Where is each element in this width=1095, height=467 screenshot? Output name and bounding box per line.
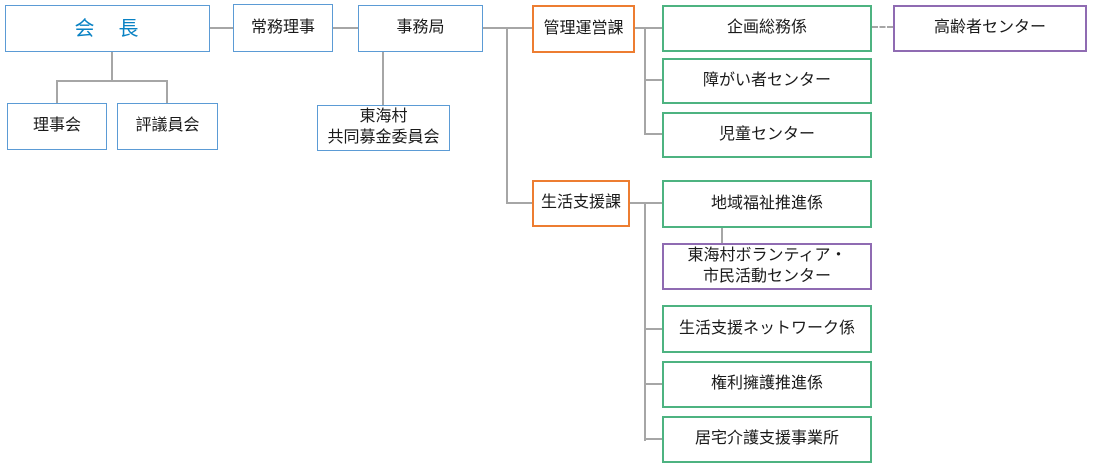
node-jido-center: 児童センター bbox=[662, 112, 872, 158]
node-label: 東海村 共同募金委員会 bbox=[327, 108, 440, 146]
node-korei-center: 高齢者センター bbox=[893, 5, 1087, 52]
connector-trunk-vertical bbox=[506, 27, 508, 204]
connector-seikatsu-chiiki-fukushi bbox=[630, 202, 662, 204]
node-councilors: 評議員会 bbox=[117, 103, 218, 150]
connector-kanri-kikaku-somu bbox=[635, 27, 662, 29]
node-label: 企画総務係 bbox=[726, 19, 807, 37]
connector-to-shogai-center bbox=[645, 79, 662, 81]
node-label: 障がい者センター bbox=[702, 71, 831, 89]
connector-to-kenri-yogo bbox=[645, 383, 662, 385]
node-kenri-yogo: 権利擁護推進係 bbox=[662, 361, 872, 408]
connector-kanri-column-vertical bbox=[644, 27, 646, 135]
connector-seikatsu-column-vertical bbox=[644, 202, 646, 441]
connector-chairman-tbar bbox=[56, 80, 168, 82]
connector-to-jido-center bbox=[645, 133, 662, 135]
node-label: 管理運営課 bbox=[543, 19, 624, 37]
node-secretariat: 事務局 bbox=[358, 5, 483, 52]
node-label: 児童センター bbox=[718, 125, 815, 143]
node-kyotaku-kaigo: 居宅介護支援事業所 bbox=[662, 416, 872, 463]
node-label: 常務理事 bbox=[250, 18, 315, 36]
connector-managing-director-secretariat bbox=[330, 27, 358, 29]
node-label: 生活支援課 bbox=[540, 194, 621, 212]
node-label: 東海村ボランティア・ 市民活動センター bbox=[687, 246, 847, 285]
connector-chairman-down bbox=[111, 52, 113, 82]
node-label: 生活支援ネットワーク係 bbox=[678, 319, 855, 337]
node-label: 居宅介護支援事業所 bbox=[694, 430, 839, 448]
connector-kikaku-korei-dashed bbox=[872, 26, 893, 28]
connector-to-councilors bbox=[166, 80, 168, 103]
node-chiiki-fukushi: 地域福祉推進係 bbox=[662, 180, 872, 228]
connector-chairman-managing-director bbox=[210, 27, 233, 29]
connector-trunk-seikatsu-shien-ka bbox=[507, 202, 532, 204]
node-board: 理事会 bbox=[7, 103, 107, 150]
connector-to-shien-network bbox=[645, 328, 662, 330]
node-label: 評議員会 bbox=[135, 117, 200, 135]
node-shien-network: 生活支援ネットワーク係 bbox=[662, 305, 872, 353]
node-shogai-center: 障がい者センター bbox=[662, 58, 872, 104]
connector-secretariat-kyodo-bokin bbox=[382, 52, 384, 105]
node-label: 会 長 bbox=[74, 17, 141, 40]
node-volunteer-center: 東海村ボランティア・ 市民活動センター bbox=[662, 243, 872, 290]
node-label: 事務局 bbox=[396, 19, 445, 37]
node-managing-director: 常務理事 bbox=[233, 4, 333, 52]
node-seikatsu-shien-ka: 生活支援課 bbox=[532, 180, 630, 227]
node-kikaku-somu: 企画総務係 bbox=[662, 5, 872, 52]
connector-chiiki-volunteer bbox=[721, 228, 723, 243]
node-chairman: 会 長 bbox=[5, 5, 210, 52]
node-kyodo-bokin: 東海村 共同募金委員会 bbox=[317, 105, 450, 151]
node-label: 高齢者センター bbox=[933, 19, 1046, 37]
connector-to-board bbox=[56, 80, 58, 103]
connector-to-kyotaku-kaigo bbox=[645, 438, 662, 440]
node-kanri-unei-ka: 管理運営課 bbox=[532, 5, 635, 53]
node-label: 権利擁護推進係 bbox=[710, 375, 823, 393]
node-label: 地域福祉推進係 bbox=[710, 194, 823, 212]
node-label: 理事会 bbox=[32, 117, 81, 135]
